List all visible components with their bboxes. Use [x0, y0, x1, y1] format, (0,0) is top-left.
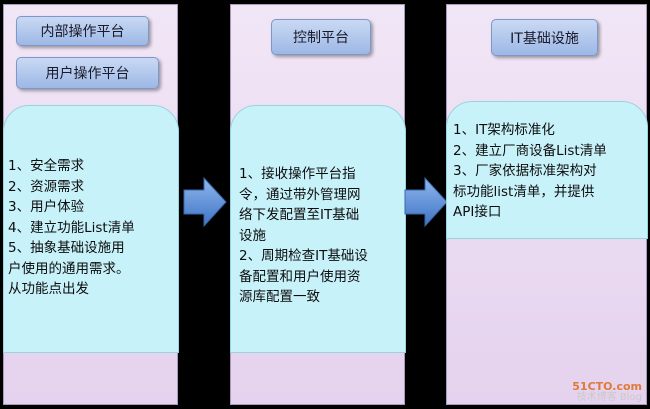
right-arrow-icon	[183, 176, 227, 228]
internal-platform-button[interactable]: 内部操作平台	[16, 16, 149, 46]
column-it-infrastructure: IT基础设施 1、IT架构标准化 2、建立厂商设备List清单 3、厂家依据标准…	[446, 4, 648, 405]
requirement-item-2: 2、资源需求	[8, 178, 85, 195]
infrastructure-item-3: 3、厂家依据标准架构对	[453, 163, 597, 179]
requirement-item-7: 从功能点出发	[8, 281, 89, 297]
requirement-item-6: 户使用的通用需求。	[8, 260, 130, 277]
control-item-6: 备配置和用户使用资	[239, 268, 361, 285]
column-control-platform: 控制平台 1、接收操作平台指 令，通过带外管理网 络下发配置至IT基础 设施 2…	[230, 4, 406, 405]
infrastructure-item-5: API接口	[453, 204, 502, 220]
watermark-tagline: 技术博客 Blog	[576, 392, 642, 403]
control-item-2: 令，通过带外管理网	[239, 186, 361, 203]
infrastructure-item-2: 2、建立厂商设备List清单	[453, 142, 607, 159]
control-platform-button[interactable]: 控制平台	[271, 19, 371, 55]
requirement-item-3: 3、用户体验	[8, 199, 85, 215]
infrastructure-item-4: 标功能list清单，并提供	[453, 183, 595, 200]
right-arrow-icon	[404, 176, 448, 228]
watermark: 51CTO.com 技术博客 Blog	[572, 381, 642, 403]
user-platform-button[interactable]: 用户操作平台	[16, 57, 159, 89]
it-infrastructure-button[interactable]: IT基础设施	[491, 19, 598, 56]
control-item-4: 设施	[239, 227, 266, 244]
control-item-3: 络下发配置至IT基础	[239, 207, 360, 223]
requirements-card: 1、安全需求 2、资源需求 3、用户体验 4、建立功能List清单 5、抽象基础…	[3, 105, 179, 353]
control-card: 1、接收操作平台指 令，通过带外管理网 络下发配置至IT基础 设施 2、周期检查…	[230, 105, 406, 353]
watermark-site: 51CTO.com	[572, 380, 642, 393]
control-item-1: 1、接收操作平台指	[239, 166, 356, 182]
column-internal-platform: 内部操作平台 用户操作平台 1、安全需求 2、资源需求 3、用户体验 4、建立功…	[3, 4, 179, 405]
requirement-item-1: 1、安全需求	[8, 158, 85, 174]
control-item-5: 2、周期检查IT基础设	[239, 248, 368, 264]
control-item-7: 源库配置一致	[239, 289, 320, 305]
infrastructure-item-1: 1、IT架构标准化	[453, 122, 555, 138]
infrastructure-card: 1、IT架构标准化 2、建立厂商设备List清单 3、厂家依据标准架构对 标功能…	[446, 101, 648, 239]
requirement-item-5: 5、抽象基础设施用	[8, 240, 125, 256]
requirement-item-4: 4、建立功能List清单	[8, 219, 135, 236]
